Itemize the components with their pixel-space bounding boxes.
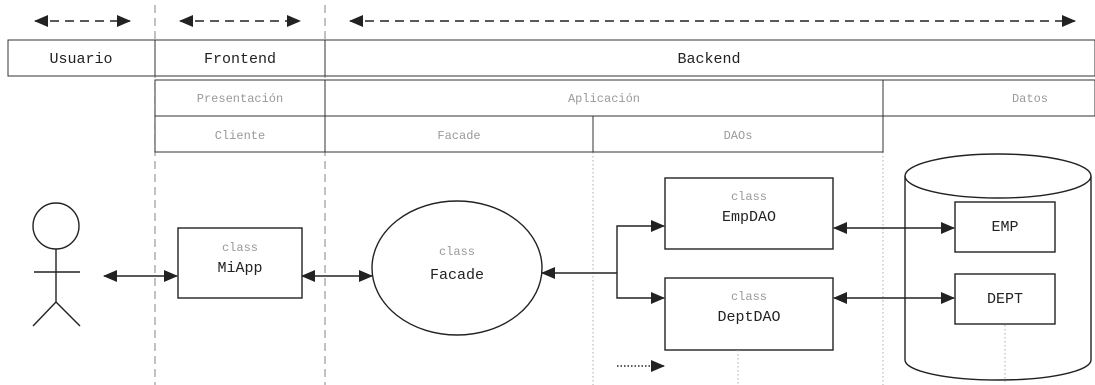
- facade-node: class Facade: [371, 200, 543, 336]
- header-usuario: Usuario: [49, 51, 112, 68]
- header-datos: Datos: [1012, 92, 1048, 106]
- empdao-kind: class: [731, 190, 767, 204]
- header-frontend: Frontend: [204, 51, 276, 68]
- connector-facade-daos: [541, 220, 665, 304]
- user-actor-icon: [32, 202, 81, 327]
- header-backend: Backend: [677, 51, 740, 68]
- header-aplicacion: Aplicación: [568, 92, 640, 106]
- header-row-3: Cliente Facade DAOs: [154, 115, 884, 153]
- header-presentacion: Presentación: [197, 92, 283, 106]
- deptdao-node: class DeptDAO: [664, 277, 834, 351]
- emp-table: EMP: [954, 201, 1056, 253]
- miapp-kind: class: [222, 241, 258, 255]
- header-row-1: Usuario Frontend Backend: [7, 39, 1095, 77]
- header-cliente: Cliente: [215, 129, 265, 143]
- deptdao-kind: class: [731, 290, 767, 304]
- header-daos: DAOs: [724, 129, 753, 143]
- dept-table: DEPT: [954, 273, 1056, 325]
- deptdao-name: DeptDAO: [717, 309, 780, 326]
- miapp-node: class MiApp: [177, 227, 303, 299]
- emp-table-label: EMP: [991, 219, 1018, 236]
- empdao-name: EmpDAO: [722, 209, 776, 226]
- dept-table-label: DEPT: [987, 291, 1023, 308]
- database-icon: [904, 153, 1092, 381]
- empdao-node: class EmpDAO: [664, 177, 834, 250]
- facade-name: Facade: [430, 267, 484, 284]
- header-row-2: Presentación Aplicación Datos: [154, 79, 1095, 117]
- facade-kind: class: [439, 245, 475, 259]
- miapp-name: MiApp: [217, 260, 262, 277]
- header-facade: Facade: [437, 129, 480, 143]
